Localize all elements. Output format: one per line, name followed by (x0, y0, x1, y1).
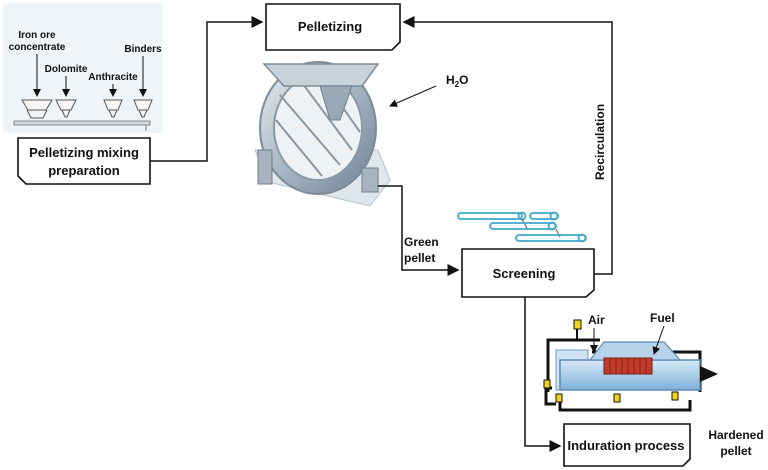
induration-label: Induration process (567, 438, 684, 453)
dolomite-label: Dolomite (45, 64, 88, 75)
mixing-to-pelletizing-arrow (150, 16, 264, 162)
water-arrow (389, 85, 437, 107)
pelletizing-drum-icon (254, 61, 391, 207)
induration-box: Induration process (563, 423, 691, 467)
iron-ore-hopper-icon (21, 99, 53, 111)
iron-ore-label-1: Iron ore (18, 30, 56, 41)
raw-materials-panel: Iron ore concentrate Dolomite Anthracite… (3, 3, 163, 133)
fuel-label: Fuel (650, 311, 675, 325)
raw-panel-bg (3, 3, 163, 133)
iron-ore-hopper-chute-icon (26, 109, 48, 119)
recirculation-arrow (402, 16, 613, 275)
fuel-arrow (652, 325, 665, 355)
screening-conveyors-icon (457, 211, 587, 243)
raw-conveyor-icon (13, 120, 151, 126)
screening-to-induration-arrow (524, 297, 562, 452)
mixing-label-2: preparation (48, 163, 120, 178)
screening-box: Screening (461, 248, 595, 298)
screening-label: Screening (493, 266, 556, 281)
anthracite-label: Anthracite (88, 72, 138, 83)
anthracite-hopper-chute-icon (108, 109, 118, 118)
hopper-icons (21, 99, 153, 119)
green-pellet-label-2: pellet (404, 251, 435, 265)
mixing-preparation-box: Pelletizing mixing preparation (17, 137, 151, 185)
pelletizing-label: Pelletizing (298, 19, 362, 34)
water-label: H2O (446, 73, 468, 89)
dolomite-hopper-chute-icon (61, 109, 71, 118)
binders-hopper-chute-icon (138, 109, 148, 118)
induration-furnace-icon (543, 319, 718, 412)
air-label: Air (588, 313, 605, 327)
dolomite-hopper-icon (55, 99, 77, 111)
binders-hopper-icon (133, 99, 153, 111)
hardened-pellet-label-2: pellet (720, 444, 751, 458)
iron-ore-label-2: concentrate (9, 42, 66, 53)
anthracite-hopper-icon (103, 99, 123, 111)
binders-label: Binders (124, 44, 162, 55)
pelletizing-box: Pelletizing (265, 3, 401, 51)
green-pellet-arrow (378, 185, 460, 276)
recirculation-label: Recirculation (593, 104, 607, 180)
mixing-label-1: Pelletizing mixing (29, 145, 139, 160)
hardened-pellet-label-1: Hardened (708, 428, 763, 442)
green-pellet-label-1: Green (404, 235, 439, 249)
